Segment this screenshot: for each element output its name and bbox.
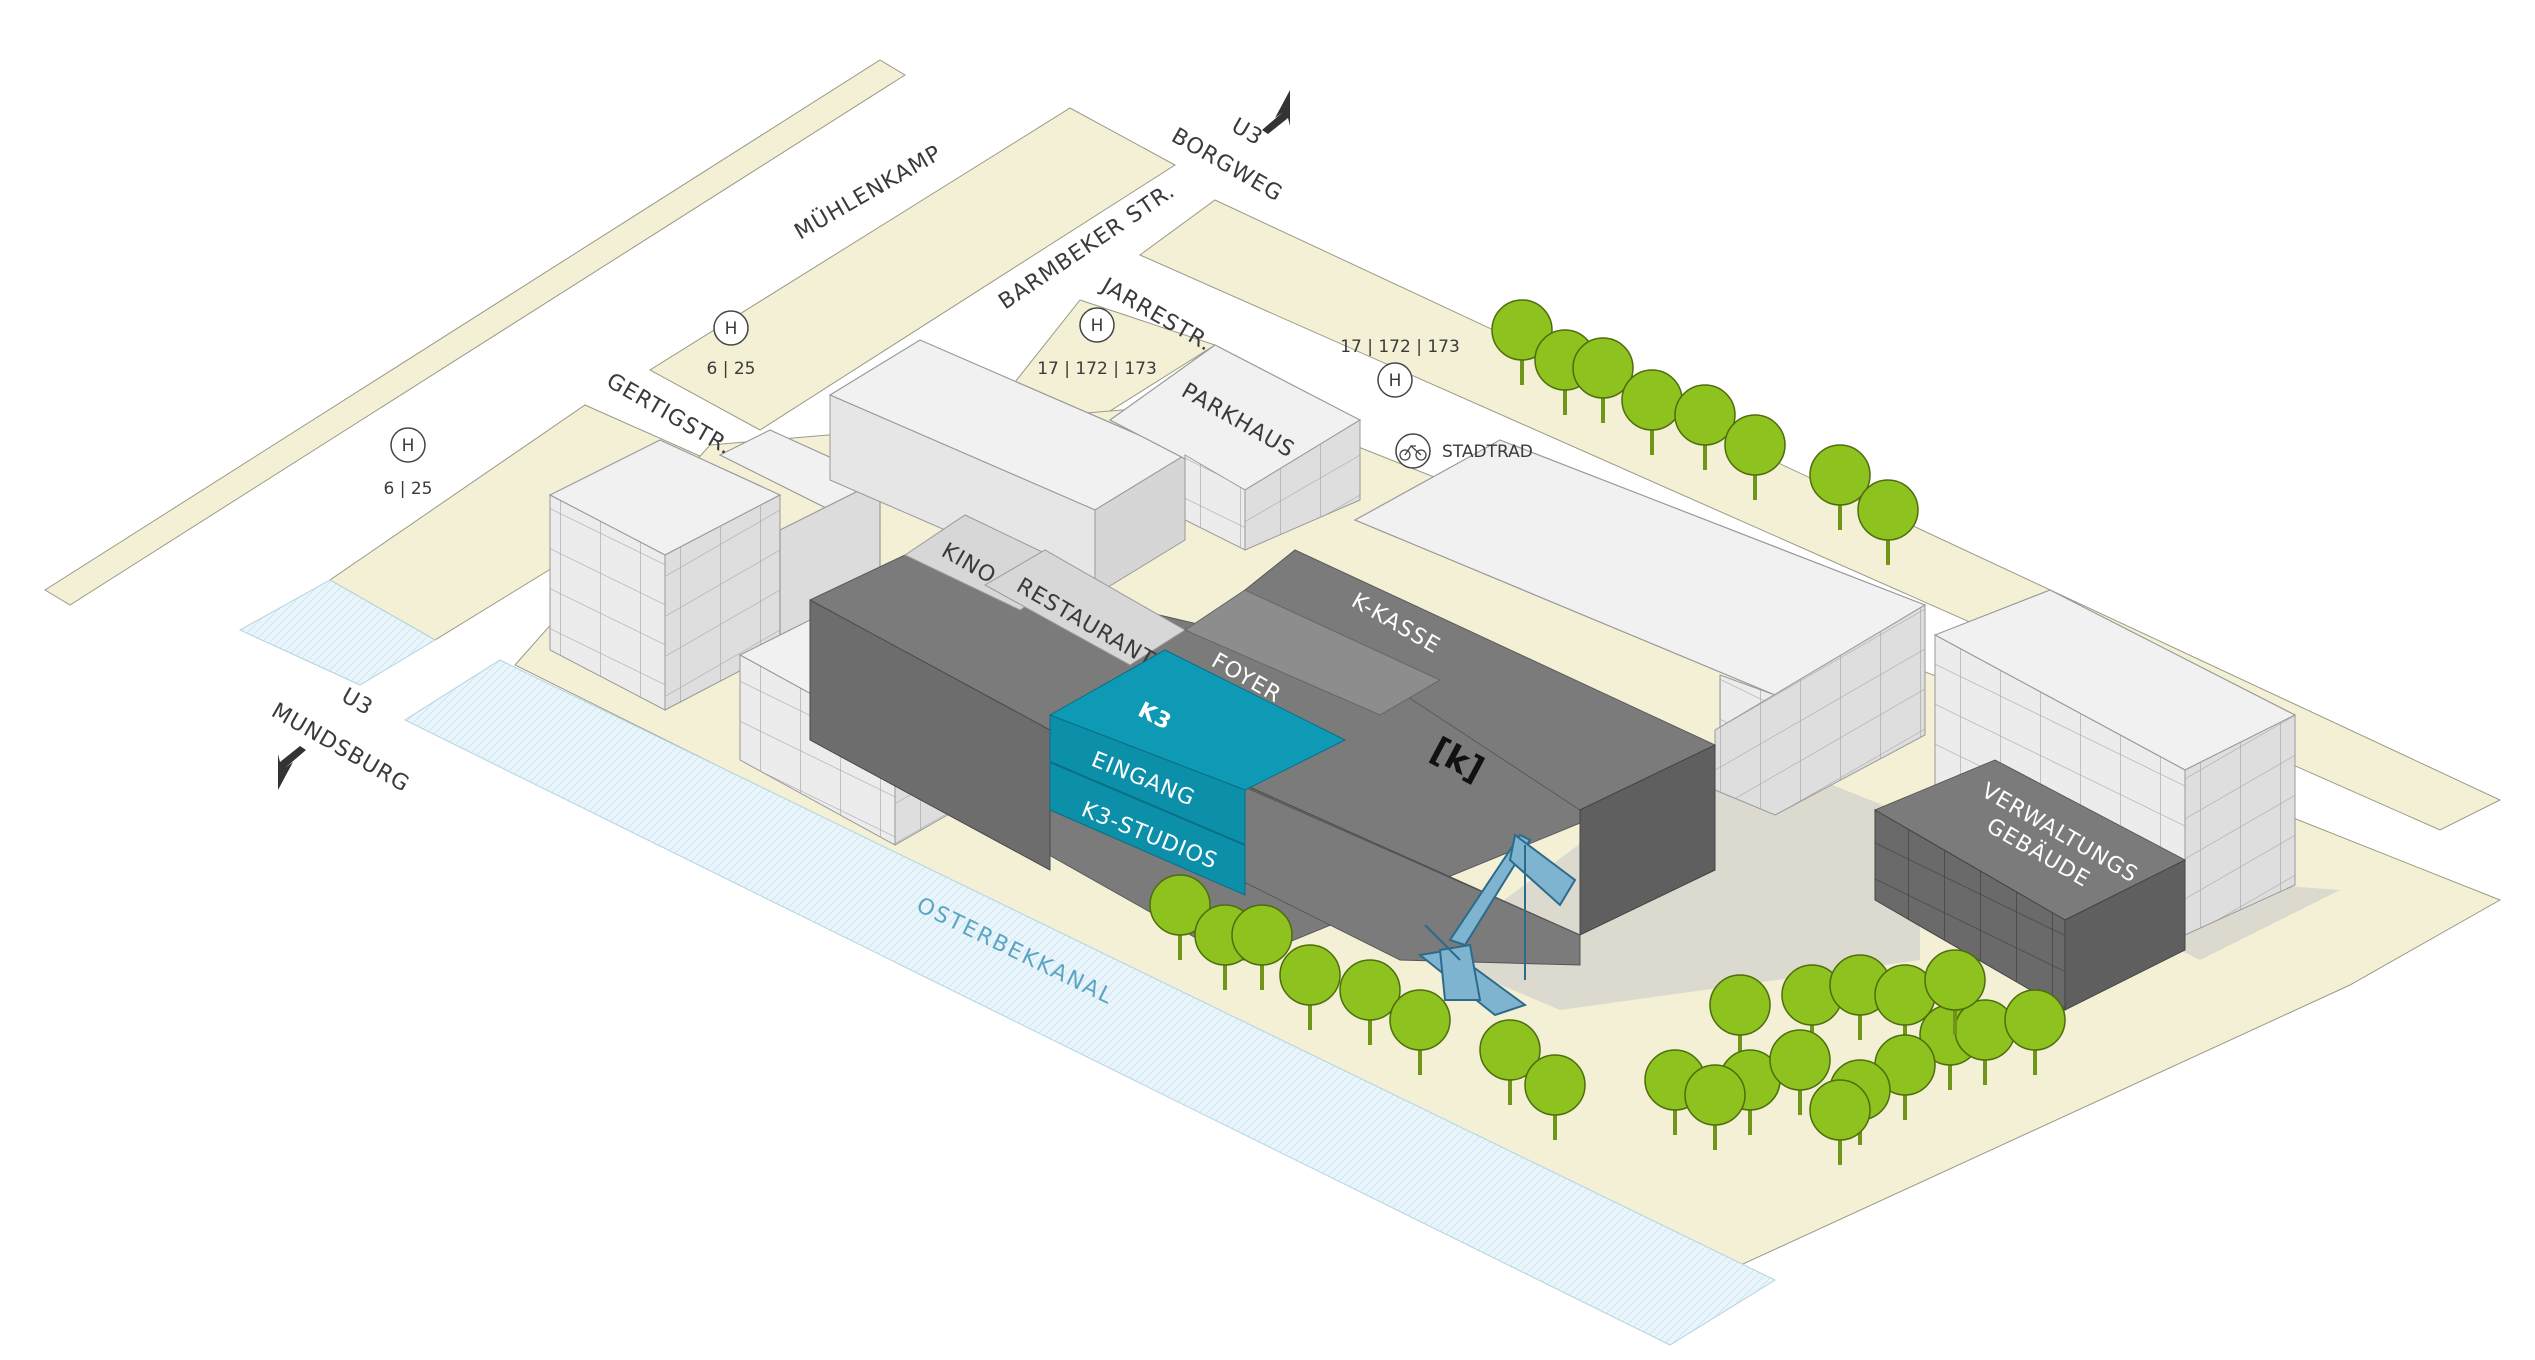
bus-stop-c: H 17 | 172 | 173 [1037,307,1157,379]
building-parkhaus: PARKHAUS [1108,344,1362,551]
street-barmbeker [649,107,1176,431]
bus-lines-b: 6 | 25 [384,479,433,499]
bus-stop-icon [1377,362,1413,398]
u3-mundsburg-name: MUNDSBURG [267,699,414,798]
water-left [238,579,436,686]
bus-stop-symbol-b: H [402,436,415,456]
arrow-ne-icon [1262,90,1290,134]
bus-stop-b: H 6 | 25 [384,427,433,499]
bus-stop-symbol-a: H [725,319,738,339]
bus-stop-d: H 17 | 172 | 173 [1340,337,1460,398]
u3-borgweg: U3 BORGWEG [1167,90,1290,207]
bus-lines-a: 6 | 25 [707,359,756,379]
u3-mundsburg-line: U3 [337,684,377,722]
u3-mundsburg: U3 MUNDSBURG [267,684,414,798]
bus-lines-c: 17 | 172 | 173 [1037,359,1157,379]
bus-stop-symbol-d: H [1389,371,1402,391]
arrow-sw-icon [278,746,306,790]
bus-stop-icon [713,310,749,346]
trees [1149,299,2066,1165]
osterbekkanal [403,659,1777,1346]
building-k3: K3 EINGANG K3-STUDIOS [1048,649,1347,896]
building-left-cube [548,439,782,711]
bus-stop-icon [1079,307,1115,343]
bus-stop-a: H 6 | 25 [707,310,756,379]
stadtrad-label: STADTRAD [1442,442,1533,462]
street-muehlenkamp [44,59,906,606]
u3-borgweg-name: BORGWEG [1167,124,1287,208]
building-verwaltung: VERWALTUNGS GEBÄUDE [1873,759,2187,1011]
building-big-grid [1353,439,1927,816]
bus-stop-icon [390,427,426,463]
bus-stop-symbol-c: H [1091,316,1104,336]
crane [1417,833,1577,1017]
bus-lines-d: 17 | 172 | 173 [1340,337,1460,357]
u3-borgweg-line: U3 [1227,114,1267,152]
stadtrad: STADTRAD [1395,433,1533,469]
